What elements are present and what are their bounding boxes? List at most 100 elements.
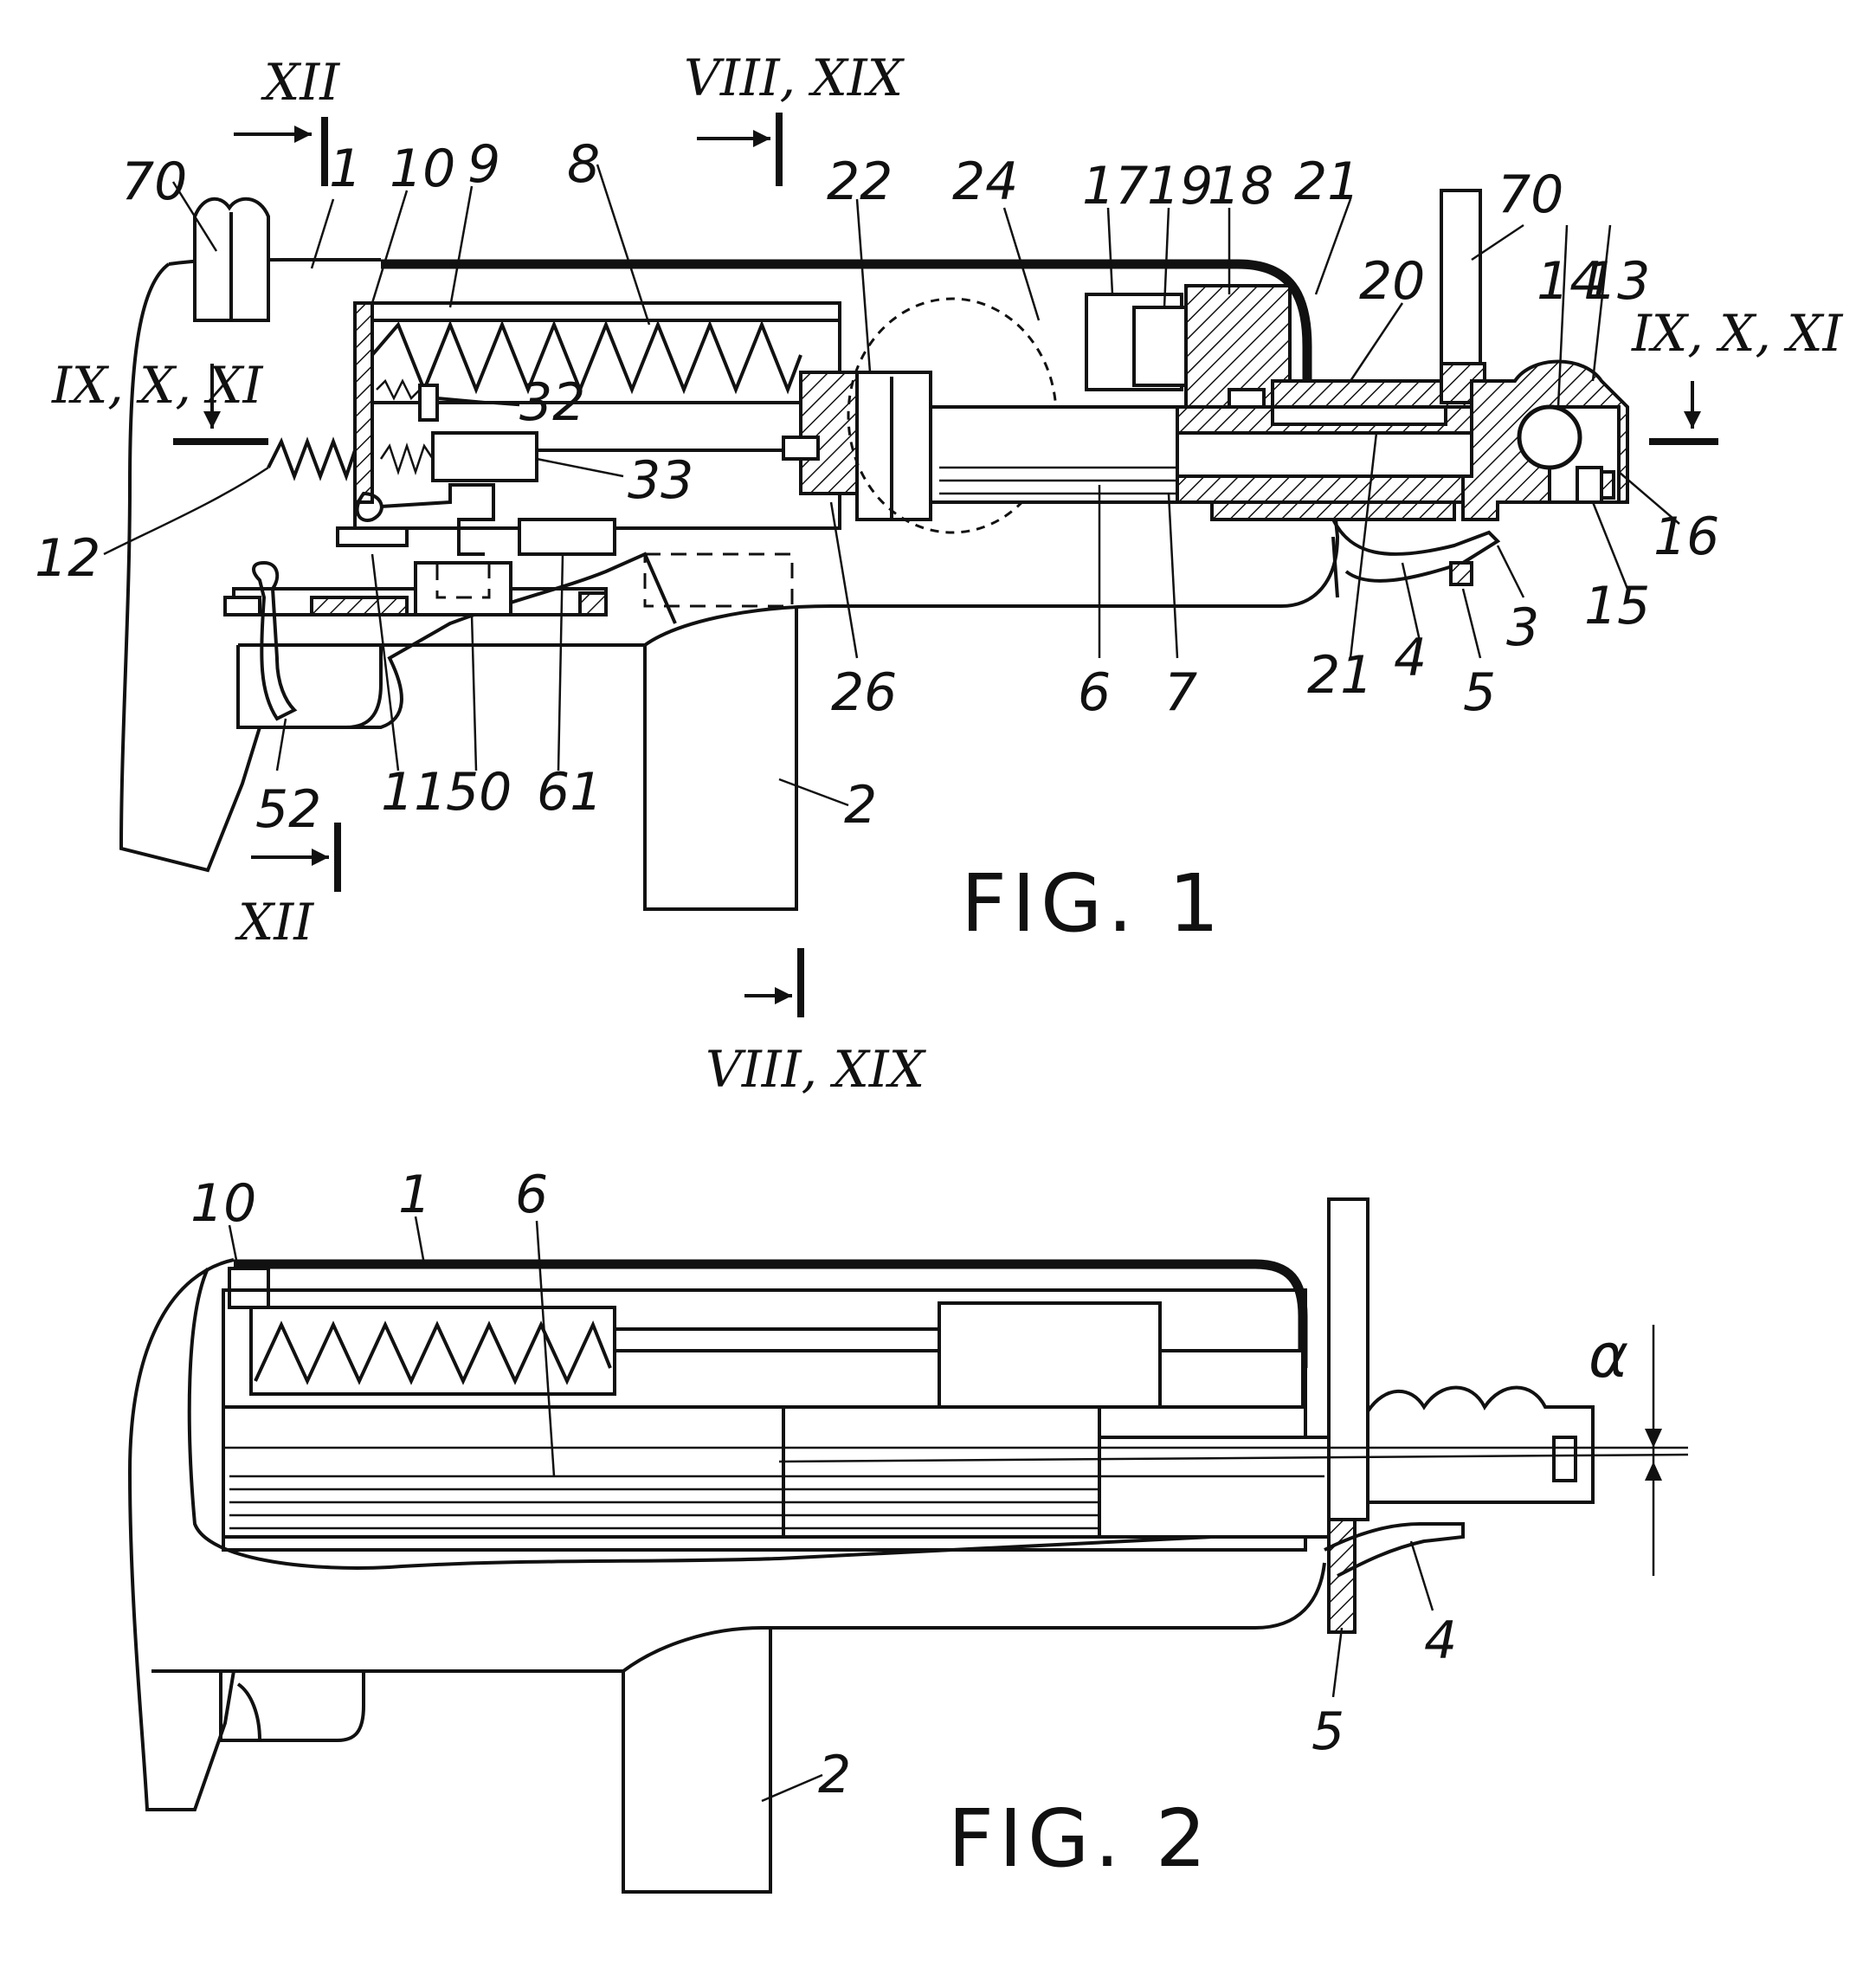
ref-70-right: 70 [1498, 165, 1563, 225]
fig2-ref-10: 10 [190, 1173, 256, 1234]
fig2-ref-4: 4 [1424, 1610, 1457, 1671]
ref-2-fig1: 2 [844, 775, 877, 836]
magazine-2 [643, 606, 798, 911]
fig2-barrel-lines [229, 1475, 1324, 1530]
section-label-ix-x-xi-left: IX, X, XI [51, 356, 264, 415]
trigger-pivot [223, 596, 261, 616]
fig2-cylinder-block [938, 1301, 1162, 1409]
lever-3 [1331, 536, 1339, 598]
item-61-hatch [578, 591, 608, 616]
muzzle-roller-14 [1517, 404, 1582, 470]
ref-3: 3 [1506, 597, 1539, 658]
fig2-ref-2: 2 [818, 1745, 851, 1805]
fig2-barrel-6 [222, 1405, 788, 1539]
frame-rear-wall [353, 301, 374, 504]
ref-24: 24 [952, 152, 1018, 212]
magazine-dashed-outline [643, 552, 794, 608]
gas-housing-21 [1184, 284, 1326, 409]
lever-link [380, 483, 495, 556]
ref-70-left: 70 [121, 152, 187, 212]
figure-1: 70 1 10 9 8 22 24 17 19 18 21 20 70 14 1… [35, 48, 1844, 1099]
ref-21-bottom: 21 [1307, 645, 1373, 706]
ref-13: 13 [1584, 251, 1650, 312]
ref-7: 7 [1164, 662, 1197, 723]
fig2-cylinder-step [1158, 1349, 1305, 1409]
fig2-stock-inner [187, 1268, 1299, 1570]
section-label-viii-xix-top: VIII, XIX [684, 48, 905, 107]
section-label-ix-x-xi-right: IX, X, XI [1631, 304, 1844, 363]
fig2-numerals: 10 1 6 4 5 2 [190, 1165, 1457, 1805]
section-label-viii-xix-bottom: VIII, XIX [706, 1040, 927, 1099]
ref-18: 18 [1208, 156, 1273, 216]
pivot-5 [1449, 561, 1473, 586]
fig2-ref-6: 6 [515, 1165, 548, 1225]
ref-10: 10 [390, 139, 455, 199]
fig2-angle-arrow-top [1645, 1429, 1662, 1448]
ref-19: 19 [1147, 156, 1213, 216]
fig2-ref-1: 1 [398, 1165, 431, 1225]
ref-15: 15 [1584, 576, 1650, 636]
fig2-barrel-front [782, 1405, 1101, 1539]
fig2-angle-alpha: α [1589, 1320, 1628, 1391]
bolt-head-22 [855, 371, 932, 521]
sear-block-33 [431, 431, 538, 482]
fig2-front-sight [1327, 1197, 1369, 1521]
fig2-grip [219, 1671, 365, 1742]
firing-pin [782, 436, 820, 461]
fig2-leader-lines [228, 1216, 1434, 1803]
ref-50: 50 [446, 762, 512, 823]
fig2-muzzle-cap [1366, 1385, 1595, 1504]
muzzle-pin-16 [1600, 470, 1615, 500]
ref-20: 20 [1359, 251, 1425, 312]
fig2-receiver-bottom [151, 1562, 1326, 1673]
fig2-sight-axis [778, 1453, 1689, 1463]
ref-26: 26 [831, 662, 897, 723]
pin-32 [418, 384, 439, 422]
ref-5: 5 [1463, 662, 1496, 723]
ref-1: 1 [329, 139, 362, 199]
hammer-block-dashed [435, 561, 491, 599]
ref-32: 32 [519, 372, 585, 433]
hammer-block [414, 561, 512, 616]
ref-16: 16 [1653, 507, 1719, 567]
fig1-section-labels: XII VIII, XIX IX, X, XI IX, X, XI XII VI… [51, 48, 1844, 1099]
spring-33 [379, 442, 435, 475]
fig2-receiver-top [234, 1259, 1308, 1368]
gas-tube-20-inner [1271, 405, 1447, 426]
ref-14: 14 [1537, 251, 1602, 312]
chamber-6 [929, 405, 1192, 504]
ref-33: 33 [628, 450, 693, 511]
section-markers [173, 113, 1718, 1017]
fig1-numerals: 70 1 10 9 8 22 24 17 19 18 21 20 70 14 1… [35, 134, 1719, 840]
recoil-spring-8 [371, 320, 802, 395]
barrel-7-bore [1176, 431, 1473, 478]
fig1-leader-lines [103, 164, 1680, 807]
trigger-bar-hatch [310, 596, 409, 616]
ref-4: 4 [1394, 628, 1427, 688]
ref-17: 17 [1082, 156, 1148, 216]
fig1-caption: FIG. 1 [961, 857, 1224, 950]
spring-32 [376, 378, 421, 401]
fig2-magazine-2 [622, 1628, 772, 1894]
ref-9: 9 [467, 134, 500, 195]
barrel-7-lower [1176, 474, 1473, 504]
ref-12: 12 [35, 528, 100, 589]
bolt-head-26 [799, 371, 867, 495]
ref-61: 61 [537, 762, 603, 823]
pin-32-rod [436, 397, 486, 404]
receiver-top-outline [381, 259, 1312, 390]
barrel-bottom-hatch [1210, 500, 1456, 521]
fig2-trigger [236, 1682, 261, 1741]
buffer-spring-12 [267, 436, 357, 481]
fig2-barrel-muzzle [1098, 1436, 1335, 1539]
front-sight-70 [1440, 189, 1482, 391]
trigger-guard [236, 645, 383, 729]
section-label-xii-top: XII [261, 53, 340, 112]
lever-11 [336, 491, 409, 547]
ref-6: 6 [1078, 662, 1111, 723]
ref-22: 22 [827, 152, 893, 212]
fig2-bolt-carrier-10 [228, 1267, 270, 1309]
fig2-stock-outline [127, 1258, 235, 1811]
ref-21-top: 21 [1294, 152, 1360, 212]
